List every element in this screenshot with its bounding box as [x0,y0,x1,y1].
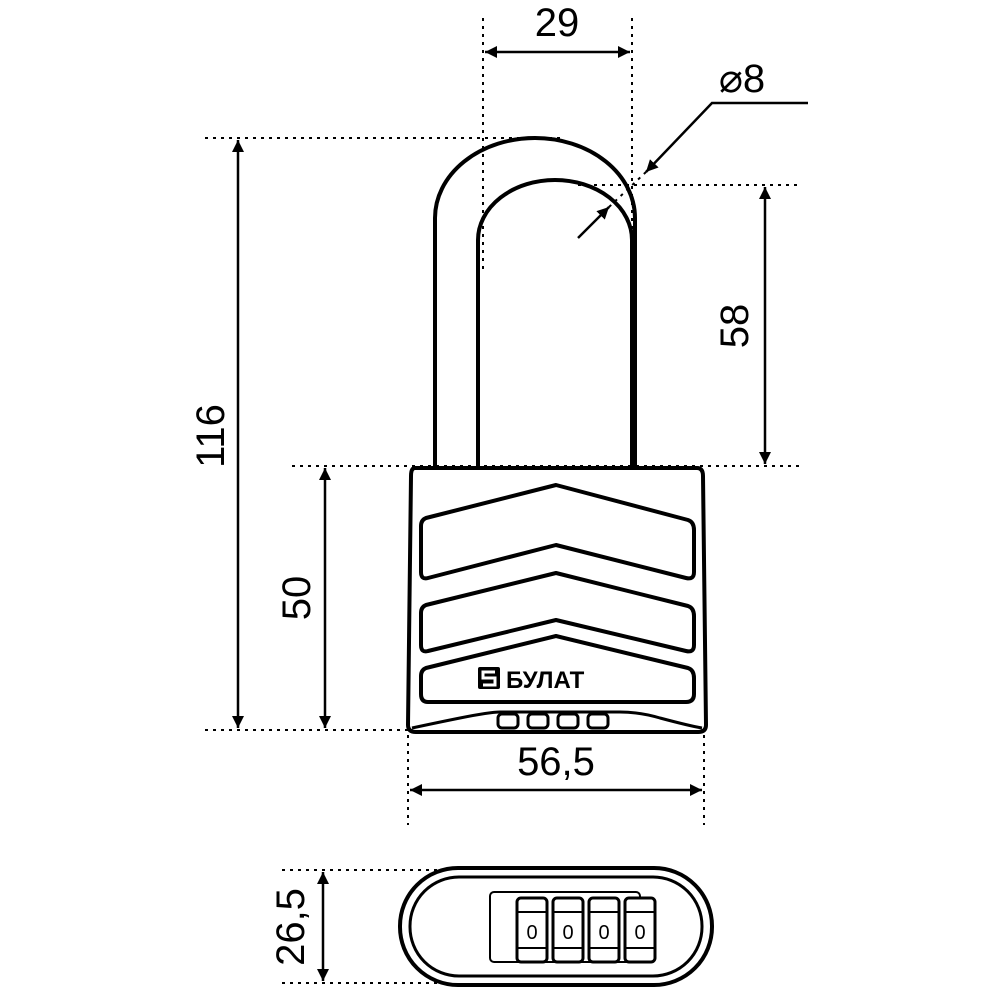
shackle [433,136,637,468]
dimension-label-shackle-diameter: ⌀8 [719,57,765,101]
dial-tip [556,712,580,730]
dimension-label-body-height: 50 [275,576,319,621]
combination-dial-1[interactable]: 0 [515,896,549,964]
combination-dial-4[interactable]: 0 [623,896,657,964]
dial-digit: 0 [598,922,609,944]
combination-dials: 0 0 0 0 [515,896,657,964]
dial-tip [496,712,520,730]
dimension-lines [232,46,808,981]
dial-tip [586,712,610,730]
combination-dial-3[interactable]: 0 [587,896,621,964]
lock-body-bottom-notch [411,710,703,730]
brand-mark-icon [478,667,500,689]
dimension-label-body-width: 56,5 [517,740,595,784]
shackle-inner-outline [476,178,634,468]
dimension-label-shackle-clearance: 58 [713,304,757,349]
dimension-label-shackle-spacing: 29 [535,1,580,45]
combination-dial-2[interactable]: 0 [551,896,585,964]
dial-tip [526,712,550,730]
chevron-band-middle [419,571,696,654]
dial-tips [496,712,610,730]
dimension-label-overall-height: 116 [189,404,233,468]
dial-digit: 0 [562,922,573,944]
diameter-leader-line [645,101,808,173]
dial-digit: 0 [634,922,645,944]
chevron-band-top [419,483,696,581]
brand-logo: БУЛАТ [478,667,585,694]
dimension-labels: 29 ⌀8 116 58 50 56,5 26,5 [189,1,765,966]
brand-name: БУЛАТ [506,667,585,694]
dimension-label-body-depth: 26,5 [269,888,313,966]
bottom-view-inner-outline [408,875,704,978]
lock-body-front [406,466,708,734]
shackle-outer-outline [433,136,637,468]
dial-digit: 0 [526,922,537,944]
diameter-leader-inner [577,206,610,239]
